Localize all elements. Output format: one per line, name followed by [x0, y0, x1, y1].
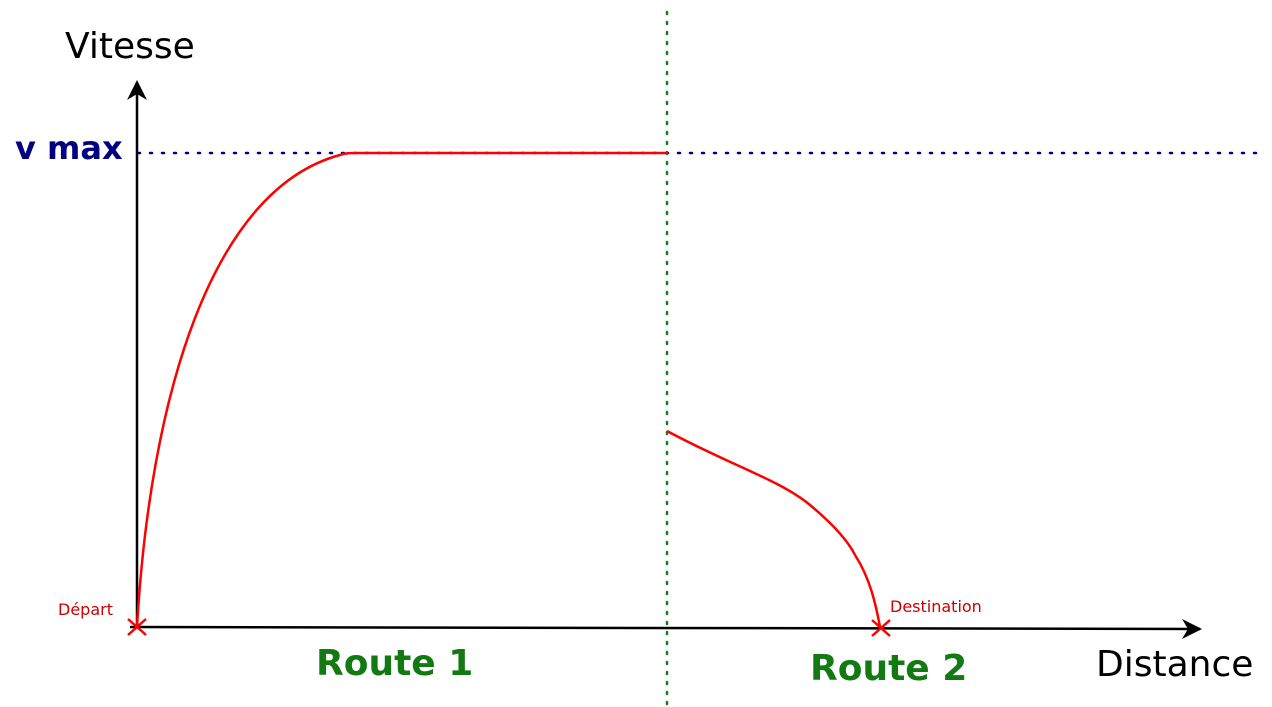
- route1-speed-curve: [135, 151, 667, 628]
- route2-speed-curve: [666, 429, 882, 628]
- x-axis-label: Distance: [1096, 644, 1253, 685]
- vmax-label: v max: [15, 129, 123, 167]
- start-label: Départ: [58, 600, 113, 619]
- route2-label: Route 2: [810, 648, 967, 689]
- start-marker: [127, 618, 147, 636]
- destination-label: Destination: [890, 597, 982, 616]
- route1-label: Route 1: [316, 643, 473, 684]
- x-axis: [129, 618, 1202, 639]
- destination-marker: [871, 619, 891, 637]
- y-axis-label: Vitesse: [65, 26, 195, 67]
